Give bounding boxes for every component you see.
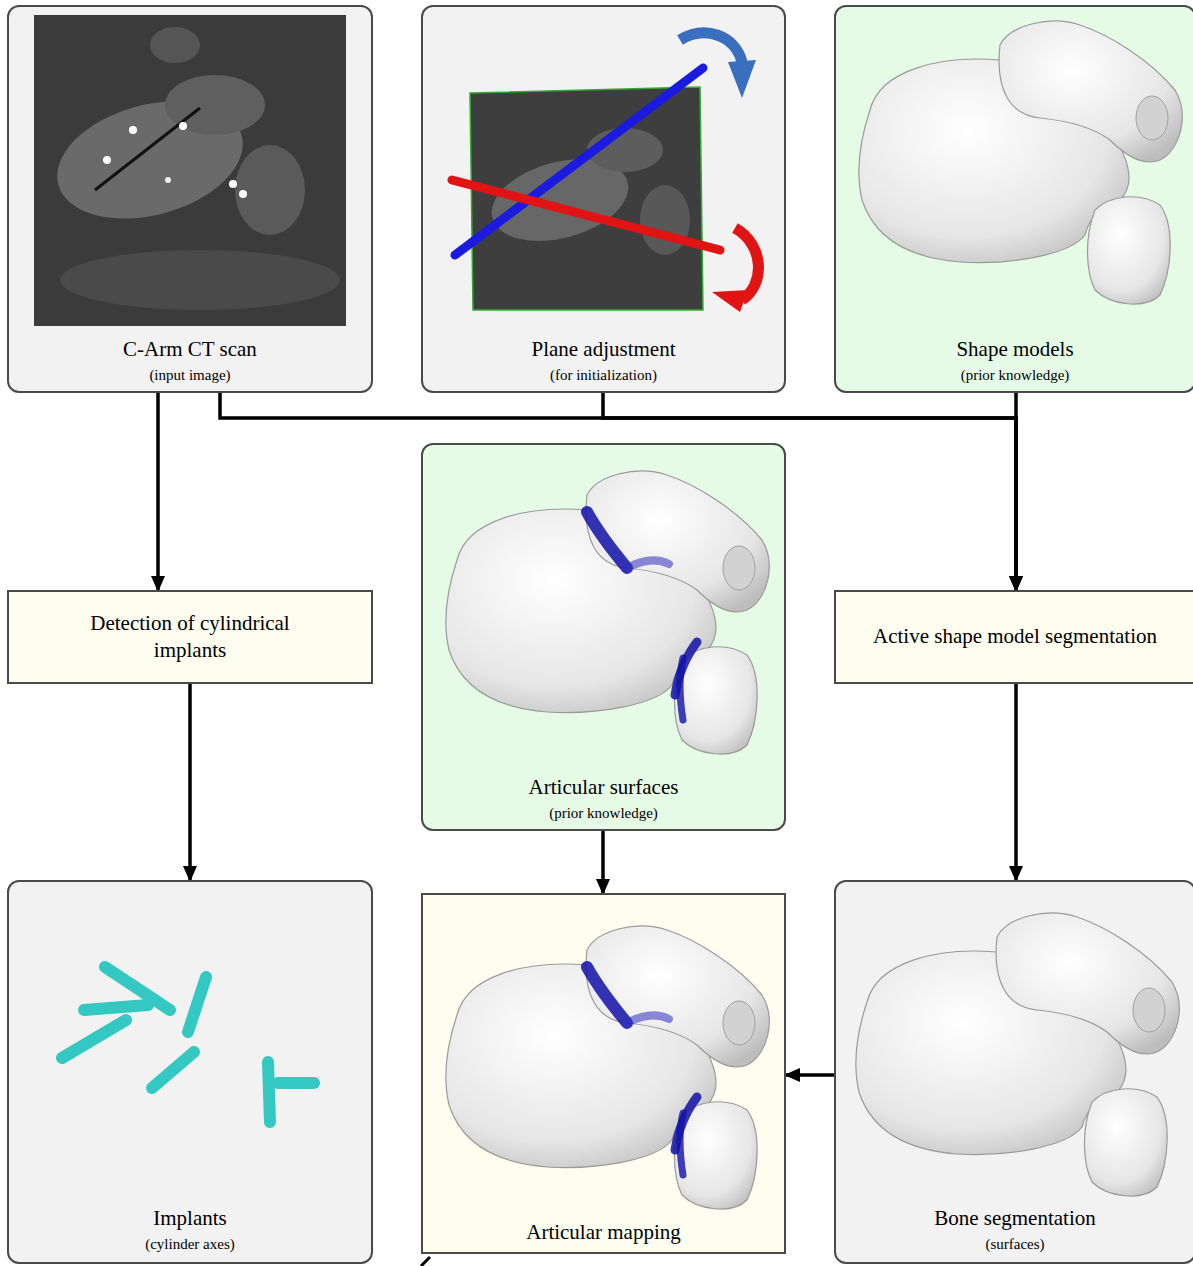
box-title: Plane adjustment [531,336,675,363]
image-panel: Bone segmentation (surfaces) [834,880,1193,1264]
ct-bone [165,75,265,135]
implant-cylinder [84,1005,148,1010]
rotation-arrow-head [712,290,748,312]
mapped-bones [446,926,769,1209]
implant-cylinder [105,967,170,1010]
implant-axes [62,967,314,1122]
flow-arrow [786,1073,834,1077]
image-panel: Articular surfaces (prior knowledge) [421,443,786,831]
flow-arrow [188,684,192,880]
box-title: C-Arm CT scan [123,336,257,363]
implant-cylinder [278,1077,314,1089]
box-subtitle: (prior knowledge) [961,366,1070,386]
outgoing-line [421,1257,430,1266]
ct-fracture [95,108,200,190]
image-panel: Articular mapping [421,893,786,1254]
box-subtitle: (input image) [149,366,230,386]
image-panel: Implants (cylinder axes) [7,880,373,1264]
shape-model-bones [859,21,1182,304]
box-title: Articular surfaces [529,774,679,801]
image-panel: C-Arm CT scan (input image) [7,5,373,393]
red-axis [452,180,720,250]
articular-surfaces [587,512,697,720]
ct-tissue [60,250,340,310]
articular-bones [446,471,769,754]
box-title: Bone segmentation [934,1205,1096,1232]
box-subtitle: (for initialization) [550,366,657,386]
ct-image [34,15,346,326]
implant-cylinder [62,1020,126,1058]
ct-bone [587,128,663,172]
flow-arrow [1014,684,1018,880]
rotation-arrow [735,228,758,300]
box-subtitle: (cylinder axes) [145,1235,235,1255]
rotation-arrow-head [728,60,756,98]
ct-bone [640,185,690,255]
ct-bone [150,27,200,63]
segmented-bones [856,913,1179,1196]
flow-arrow [1014,393,1018,590]
ct-implant-dot [165,177,171,183]
box-title: Implants [153,1205,227,1232]
rotation-arrow [680,33,742,62]
blue-axis [455,68,703,255]
box-title: Detection of cylindrical implants [65,610,315,665]
ct-implant-dot [129,126,137,134]
box-subtitle: (surfaces) [985,1235,1044,1255]
mapped-surfaces [587,967,697,1175]
flow-arrow [601,831,605,893]
ct-bone [483,145,638,255]
ct-implant-dot [229,180,237,188]
box-title: Shape models [956,336,1073,363]
implant-cylinder [268,1062,270,1122]
box-title: Articular mapping [526,1219,681,1246]
image-panel: Plane adjustment (for initialization) [421,5,786,393]
ct-implant-dot [103,156,111,164]
box-subtitle: (prior knowledge) [549,804,658,824]
flow-arrow [156,393,160,590]
box-title: Active shape model segmentation [873,623,1157,650]
implant-cylinder [188,977,206,1032]
plane-image [470,87,703,310]
ct-implant-dot [239,190,247,198]
image-panel: Shape models (prior knowledge) [834,5,1193,393]
ct-bone [235,145,305,235]
process-box: Detection of cylindrical implants [7,590,373,684]
process-box: Active shape model segmentation [834,590,1193,684]
ct-bone [44,82,256,237]
implant-cylinder [152,1052,194,1088]
ct-implant-dot [179,122,187,130]
